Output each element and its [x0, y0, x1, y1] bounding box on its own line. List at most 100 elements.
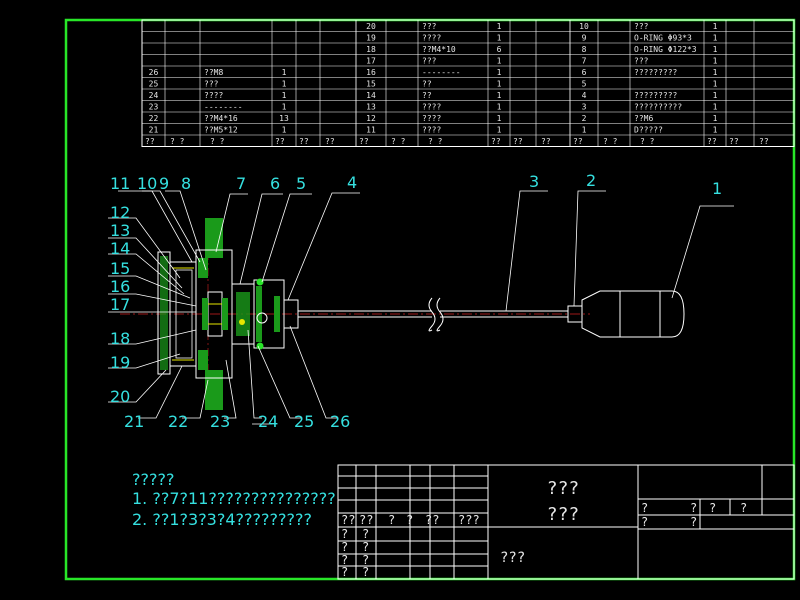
bom-right-r4-name: ?????????: [634, 68, 678, 77]
bom-right-r6-qty: 1: [713, 91, 718, 100]
bom-header-cell: ??: [275, 137, 285, 146]
bom-left-r9-name: ??M5*12: [204, 126, 238, 135]
bom-mid-r3-name: ???: [422, 57, 437, 66]
bom-right-r7-name: ??????????: [634, 103, 682, 112]
bom-left-r5-qty: 1: [282, 80, 287, 89]
tb-right-3: ?: [709, 501, 716, 515]
drawing-name-line-2: ???: [547, 504, 580, 525]
balloon-4: 4: [347, 173, 357, 192]
balloon-15: 15: [110, 259, 130, 278]
bom-right-r1-qty: 1: [713, 34, 718, 43]
bom-header-cell: ??: [707, 137, 717, 146]
bom-mid-r4-name: --------: [422, 68, 461, 77]
bom-right-r5-qty: 1: [713, 80, 718, 89]
bom-mid-r7-qty: 1: [497, 103, 502, 112]
bom-header-cell: ??: [359, 137, 369, 146]
bom-right-r9-name: D?????: [634, 126, 663, 135]
bom-right-r1-no: 9: [582, 34, 587, 43]
bom-mid-r7-name: ????: [422, 103, 441, 112]
balloon-3: 3: [529, 172, 539, 191]
technical-notes: ????? 1. ??7?11??????????????? 2. ??1?3?…: [132, 470, 336, 529]
assembly-drawing: [120, 218, 685, 410]
bom-mid-r5-name: ??: [422, 80, 432, 89]
balloon-1: 1: [712, 179, 722, 198]
bom-right-r3-qty: 1: [713, 57, 718, 66]
tb-cell-1: ??: [341, 513, 355, 527]
bom-mid-r0-qty: 1: [497, 22, 502, 31]
bom-mid-r9-no: 11: [366, 126, 376, 135]
balloon-23: 23: [210, 412, 230, 431]
bom-left-r6-name: ????: [204, 91, 223, 100]
balloon-13: 13: [110, 221, 130, 240]
bom-right-r3-no: 7: [582, 57, 587, 66]
tb-cell-2: ??: [359, 513, 373, 527]
bom-right-r9-qty: 1: [713, 126, 718, 135]
bom-mid-r3-qty: 1: [497, 57, 502, 66]
balloon-11: 11: [110, 174, 130, 193]
bom-mid-r8-name: ????: [422, 114, 441, 123]
bom-right-r2-name: O-RING Φ122*3: [634, 45, 697, 54]
balloon-12: 12: [110, 203, 130, 222]
balloon-22: 22: [168, 412, 188, 431]
bom-right-r5-no: 5: [582, 80, 587, 89]
bom-header-cell: ??: [541, 137, 551, 146]
bom-left-r7-name: --------: [204, 103, 243, 112]
balloon-14: 14: [110, 239, 130, 258]
bom-header-cell: ? ?: [428, 137, 443, 146]
title-block-bottom-label: ???: [500, 550, 525, 566]
bom-mid-r6-qty: 1: [497, 91, 502, 100]
balloon-17: 17: [110, 295, 130, 314]
bom-right-r1-name: O-RING Φ93*3: [634, 34, 692, 43]
balloon-7: 7: [236, 174, 246, 193]
bom-mid-r4-qty: 1: [497, 68, 502, 77]
balloon-19: 19: [110, 353, 130, 372]
title-block: [337, 464, 795, 580]
bom-mid-r2-qty: 6: [497, 45, 502, 54]
bom-mid-r8-qty: 1: [497, 114, 502, 123]
bom-header-cell: ??: [513, 137, 523, 146]
balloon-20: 20: [110, 387, 130, 406]
bom-mid-r9-qty: 1: [497, 126, 502, 135]
leader-lines: [108, 190, 734, 425]
bom-right-r0-name: ???: [634, 22, 649, 31]
balloon-26: 26: [330, 412, 350, 431]
bom-header-cell: ? ?: [603, 137, 618, 146]
bom-mid-r4-no: 16: [366, 68, 376, 77]
notes-line-1: 1. ??7?11???????????????: [132, 489, 336, 508]
bom-right-r8-qty: 1: [713, 114, 718, 123]
bom-header-cell: ??: [491, 137, 501, 146]
bom-mid-r7-no: 13: [366, 103, 376, 112]
tb-right-1: ?: [641, 501, 648, 515]
tb-cell-5: ??: [425, 513, 439, 527]
bom-right-r3-name: ???: [634, 57, 649, 66]
bom-right-r7-qty: 1: [713, 103, 718, 112]
bom-left-r5-name: ???: [204, 80, 219, 89]
bom-left-r5-no: 25: [149, 80, 159, 89]
bom-mid-r0-name: ???: [422, 22, 437, 31]
balloon-18: 18: [110, 329, 130, 348]
bom-left-r8-qty: 13: [279, 114, 289, 123]
bom-left-r6-qty: 1: [282, 91, 287, 100]
bom-header-cell: ??: [299, 137, 309, 146]
bom-left-r7-qty: 1: [282, 103, 287, 112]
bom-left-r6-no: 24: [149, 91, 159, 100]
bom-left-r4-qty: 1: [282, 68, 287, 77]
bom-header-cell: ? ?: [640, 137, 655, 146]
bom-header-cell: ??: [145, 137, 155, 146]
bom-mid-r6-name: ??: [422, 91, 432, 100]
tb-right-5: ?: [641, 515, 648, 529]
tb-col-8: ?: [362, 565, 369, 579]
balloon-9: 9: [159, 174, 169, 193]
bom-mid-r6-no: 14: [366, 91, 376, 100]
bom-mid-r1-name: ????: [422, 34, 441, 43]
tb-col-4: ?: [362, 540, 369, 554]
bom-table: [141, 19, 795, 147]
bom-mid-r1-qty: 1: [497, 34, 502, 43]
tb-col-6: ?: [362, 553, 369, 567]
bom-mid-r2-no: 18: [366, 45, 376, 54]
tb-right-2: ?: [690, 501, 697, 515]
bom-header-cell: ? ?: [391, 137, 406, 146]
balloon-21: 21: [124, 412, 144, 431]
tb-right-6: ?: [690, 515, 697, 529]
